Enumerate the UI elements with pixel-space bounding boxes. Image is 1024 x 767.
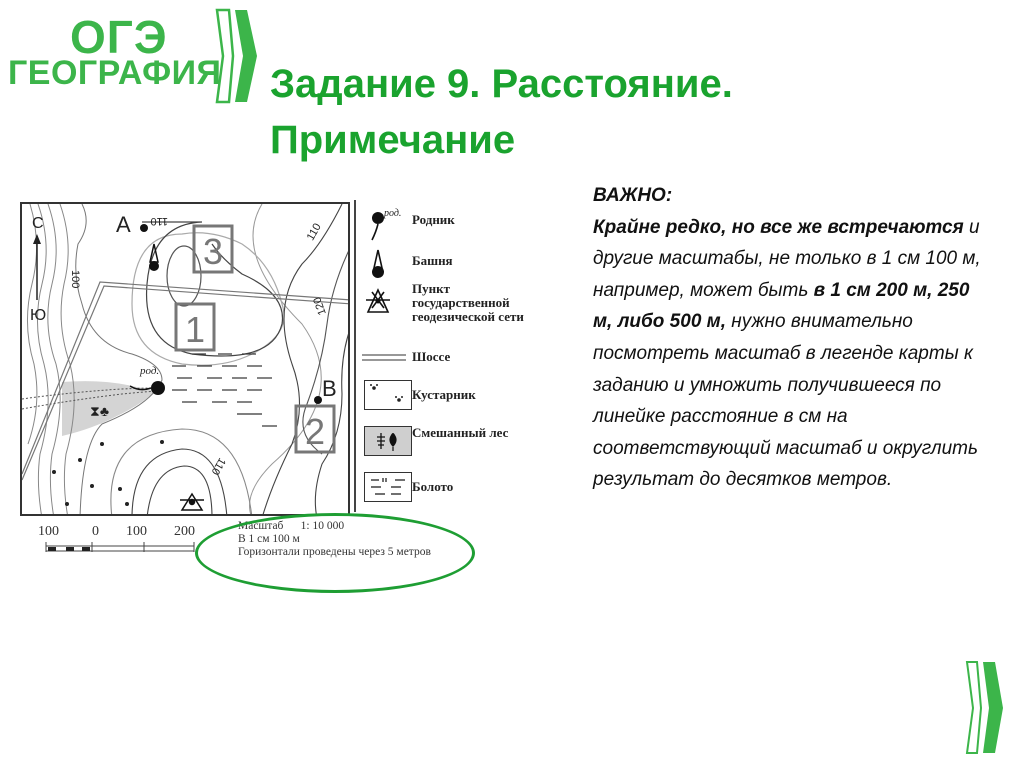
legend-label-spring: Родник [412,212,455,227]
oge-geography-logo: ОГЭ ГЕОГРАФИЯ [8,6,258,106]
scale-tick-label: 0 [92,524,99,539]
important-note: ВАЖНО: Крайне редко, но все же встречают… [593,180,993,496]
spring-icon: род. [371,208,401,241]
highway-icon [362,354,406,361]
scale-ruler [45,542,195,552]
box-3-label: 3 [203,231,223,272]
note-bold-1: Крайне редко, но все же встречаются [593,216,964,238]
legend-label-tower: Башня [412,253,453,268]
legend-item-geodetic: Пункт государственной геодезической сети [356,282,532,324]
scale-tick-label: 100 [38,524,59,539]
legend-item-forest: Смешанный лес [356,426,512,456]
legend-label-swamp: Болото [412,479,454,494]
scale-tick-label: 100 [126,524,147,539]
double-chevron-icon [965,661,1003,754]
legend-item-swamp: Болото [356,472,453,502]
title-line-1: Задание 9. Расстояние. [270,62,733,106]
point-b-label: В [322,376,337,401]
svg-text:100: 100 [69,270,81,288]
legend-label-highway: Шоссе [412,349,451,364]
topographic-map: С Ю А род. ⧗♣ В [18,200,538,580]
legend-item-tower: Башня [356,246,453,278]
note-bold-2: в 1 см 200 м, 250 м, либо 500 м, [593,279,970,333]
scale-bar: 100 0 100 200 [22,524,212,564]
note-heading: ВАЖНО: [593,185,673,206]
tower-icon [149,243,159,271]
title-line-2: Примечание [270,118,516,162]
north-label: С [32,215,44,232]
note-text-1: и другие масштабы, не только в 1 см 100 … [593,216,981,301]
box-1-label: 1 [185,309,205,350]
svg-text:род.: род. [383,208,401,219]
geodetic-point-map-icon [180,492,204,511]
map-drawing: С Ю А род. ⧗♣ В [22,204,348,514]
south-label: Ю [30,307,46,324]
svg-text:⧗♣: ⧗♣ [90,403,109,419]
logo-geography-text: ГЕОГРАФИЯ [8,54,222,92]
logo-oge-text: ОГЭ [70,11,168,63]
tower-icon [372,249,384,278]
legend-item-shrub: Кустарник [356,380,476,410]
legend-label-shrub: Кустарник [412,387,476,402]
legend-label-geodetic: Пункт государственной геодезической сети [412,281,524,324]
legend-label-forest: Смешанный лес [412,425,509,440]
svg-text:120: 120 [311,295,329,316]
point-a-label: А [116,212,131,237]
legend-item-spring: род. Родник [356,208,455,241]
map-frame: С Ю А род. ⧗♣ В [20,202,350,516]
scale-tick-label: 200 [174,524,195,539]
map-legend: род. Родник Башня [354,200,539,512]
box-2-label: 2 [305,411,325,452]
note-text-2: нужно внимательно посмотреть масштаб в л… [593,311,979,491]
slide-title: Задание 9. Расстояние. Примечание [270,56,890,168]
mixed-forest-icon [364,426,412,456]
shrub-icon [364,380,412,410]
svg-text:110: 110 [305,222,324,243]
svg-text:110: 110 [150,215,168,227]
spring-map-label: род. [139,365,159,377]
swamp-icon [364,472,412,502]
legend-item-highway: Шоссе [356,348,450,378]
highlight-oval [195,513,475,593]
geodetic-point-icon [366,288,390,313]
svg-text:110: 110 [209,456,228,477]
double-chevron-icon [215,8,257,104]
